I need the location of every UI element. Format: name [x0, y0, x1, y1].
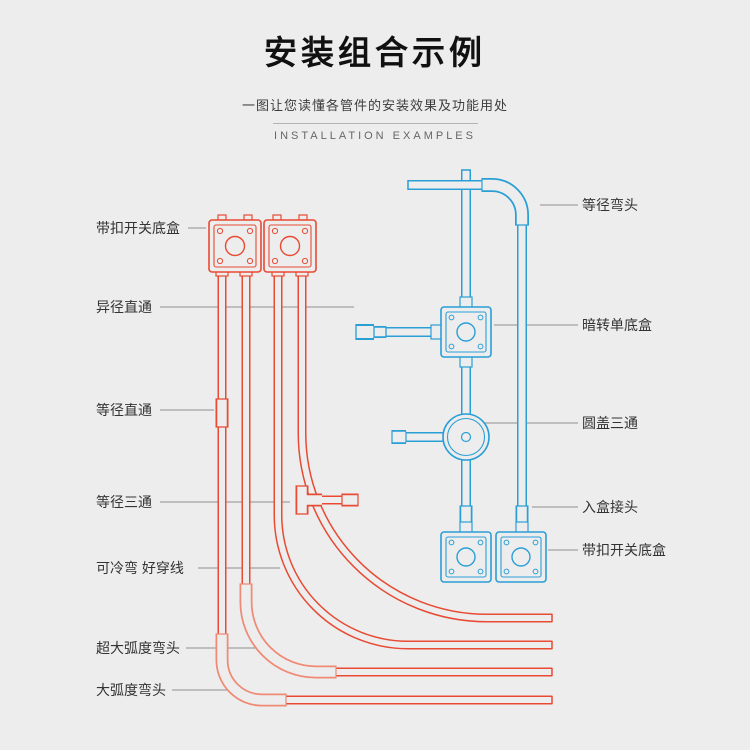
blue-switch-box-2 — [495, 521, 547, 583]
equal-tee-fitting — [295, 485, 359, 515]
concealed-single-box — [430, 296, 492, 368]
label-switch-box-right: 带扣开关底盒 — [582, 542, 666, 558]
page-title: 安装组合示例 — [264, 34, 486, 71]
label-equal-elbow: 等径弯头 — [582, 197, 638, 213]
page-subtitle: 一图让您读懂各管件的安装效果及功能用处 — [241, 98, 508, 113]
box-connector-fittings — [459, 505, 529, 524]
divider — [272, 123, 478, 124]
label-reducing-coupling: 异径直通 — [96, 299, 152, 315]
label-concealed-single-box: 暗转单底盒 — [582, 317, 652, 333]
blue-assembly — [355, 169, 547, 583]
large-arc-elbow-fitting — [215, 633, 287, 707]
round-cover-tee — [442, 413, 490, 461]
label-switch-box-left: 带扣开关底盒 — [96, 220, 180, 236]
label-extra-large-elbow: 超大弧度弯头 — [96, 640, 180, 656]
label-large-elbow: 大弧度弯头 — [96, 682, 166, 698]
header: 安装组合示例 一图让您读懂各管件的安装效果及功能用处 INSTALLATION … — [0, 0, 750, 142]
equal-elbow-fitting — [481, 178, 529, 226]
red-switch-box-1 — [208, 214, 262, 277]
page-subtitle-en: INSTALLATION EXAMPLES — [274, 130, 476, 142]
red-assembly — [208, 214, 553, 707]
blue-switch-box-1 — [440, 521, 492, 583]
label-round-cover-tee: 圆盖三通 — [582, 415, 638, 431]
equal-coupling-fitting — [215, 398, 229, 428]
blue-pipe-end-caps — [407, 169, 471, 190]
red-switch-box-2 — [263, 214, 317, 277]
extra-large-arc-elbow-fitting — [239, 583, 337, 679]
label-bendable-pipe: 可冷弯 好穿线 — [96, 560, 184, 576]
round-tee-stub-collar — [391, 430, 407, 444]
label-equal-coupling: 等径直通 — [96, 402, 152, 418]
label-equal-tee: 等径三通 — [96, 494, 152, 510]
label-box-connector: 入盒接头 — [582, 499, 638, 515]
reducing-coupling-fitting — [355, 324, 387, 340]
